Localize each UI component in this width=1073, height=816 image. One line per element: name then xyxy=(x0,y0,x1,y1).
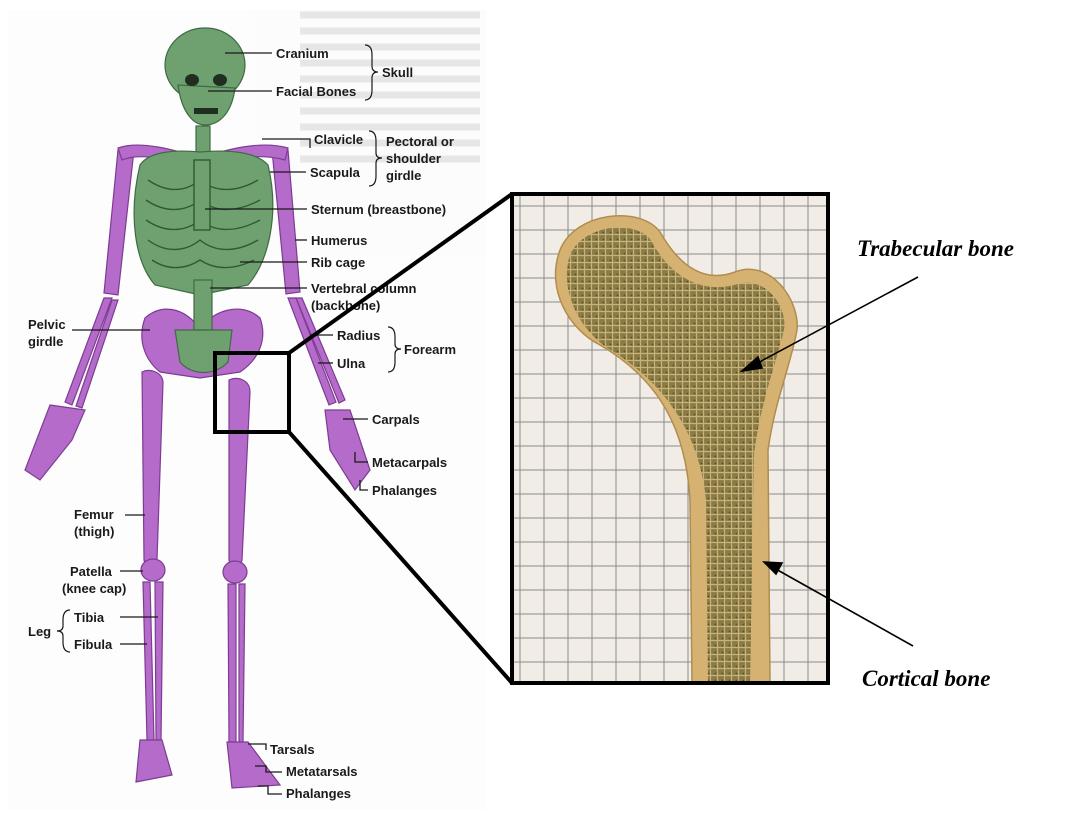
label-forearm: Forearm xyxy=(404,342,456,357)
label-rib-cage: Rib cage xyxy=(311,255,365,270)
label-scapula: Scapula xyxy=(310,165,361,180)
label-cranium: Cranium xyxy=(276,46,329,61)
label-pelvic-line1: Pelvic xyxy=(28,317,66,332)
label-radius: Radius xyxy=(337,328,380,343)
label-patella-line2: (knee cap) xyxy=(62,581,126,596)
label-vertebral-line1: Vertebral column xyxy=(311,281,417,296)
label-metatarsals: Metatarsals xyxy=(286,764,358,779)
label-skull: Skull xyxy=(382,65,413,80)
label-pectoral-line2: shoulder xyxy=(386,151,441,166)
label-leg: Leg xyxy=(28,624,51,639)
label-sternum: Sternum (breastbone) xyxy=(311,202,446,217)
label-fibula: Fibula xyxy=(74,637,113,652)
femur-cross-section-photo xyxy=(512,194,828,683)
label-tarsals: Tarsals xyxy=(270,742,315,757)
label-pectoral-line3: girdle xyxy=(386,168,421,183)
label-pectoral-line1: Pectoral or xyxy=(386,134,454,149)
label-phalanges-hand: Phalanges xyxy=(372,483,437,498)
label-carpals: Carpals xyxy=(372,412,420,427)
label-facial-bones: Facial Bones xyxy=(276,84,356,99)
label-femur-line2: (thigh) xyxy=(74,524,114,539)
label-trabecular-bone: Trabecular bone xyxy=(857,236,1014,261)
label-humerus: Humerus xyxy=(311,233,367,248)
label-phalanges-foot: Phalanges xyxy=(286,786,351,801)
label-patella-line1: Patella xyxy=(70,564,113,579)
label-cortical-bone: Cortical bone xyxy=(862,666,990,691)
label-femur-line1: Femur xyxy=(74,507,114,522)
label-ulna: Ulna xyxy=(337,356,366,371)
label-clavicle: Clavicle xyxy=(314,132,363,147)
label-tibia: Tibia xyxy=(74,610,105,625)
label-pelvic-line2: girdle xyxy=(28,334,63,349)
label-metacarpals: Metacarpals xyxy=(372,455,447,470)
